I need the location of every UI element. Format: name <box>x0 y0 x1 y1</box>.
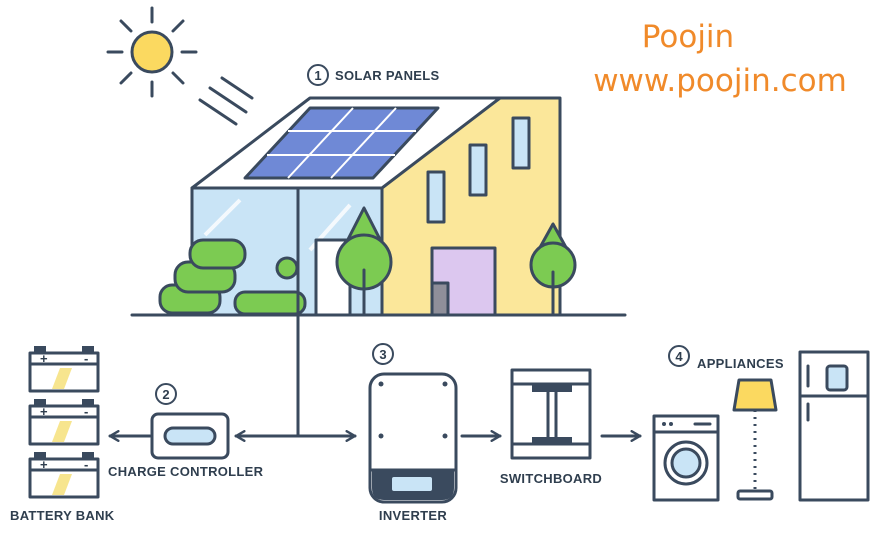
inverter-icon <box>368 372 458 504</box>
label-charge-controller: 2 CHARGE CONTROLLER <box>108 383 264 479</box>
lamp-icon <box>732 378 778 501</box>
appliances-label: APPLIANCES <box>697 356 784 371</box>
brand-url: www.poojin.com <box>593 63 847 99</box>
badge-4: 4 <box>675 349 683 364</box>
label-appliances: 4 APPLIANCES <box>668 345 784 371</box>
label-inverter: 3 INVERTER <box>372 343 447 523</box>
charge-controller-label: CHARGE CONTROLLER <box>108 464 264 479</box>
battery-icon: + - + - + - <box>28 346 100 499</box>
badge-1: 1 <box>314 68 321 83</box>
fridge-icon <box>798 350 870 502</box>
switchboard-icon <box>510 368 592 460</box>
battery-plus-1: + <box>40 351 48 366</box>
battery-bank-label: BATTERY BANK <box>10 508 115 523</box>
battery-plus-3: + <box>40 457 48 472</box>
battery-minus-2: - <box>84 404 88 419</box>
label-solar-panels: 1 SOLAR PANELS <box>307 64 440 86</box>
brand-name: Poojin <box>642 19 734 55</box>
battery-plus-2: + <box>40 404 48 419</box>
battery-minus-3: - <box>84 457 88 472</box>
wiring <box>108 186 642 442</box>
solar-panel-icon <box>243 106 440 180</box>
switchboard-label: SWITCHBOARD <box>500 471 602 486</box>
inverter-label: INVERTER <box>379 508 447 523</box>
charge-controller-icon <box>150 412 230 460</box>
battery-minus-1: - <box>84 351 88 366</box>
solar-panels-label: SOLAR PANELS <box>335 68 440 83</box>
badge-3: 3 <box>379 347 386 362</box>
badge-2: 2 <box>162 387 169 402</box>
sun-icon <box>106 6 254 126</box>
washing-machine-icon <box>652 414 720 502</box>
house-icon <box>130 96 627 317</box>
